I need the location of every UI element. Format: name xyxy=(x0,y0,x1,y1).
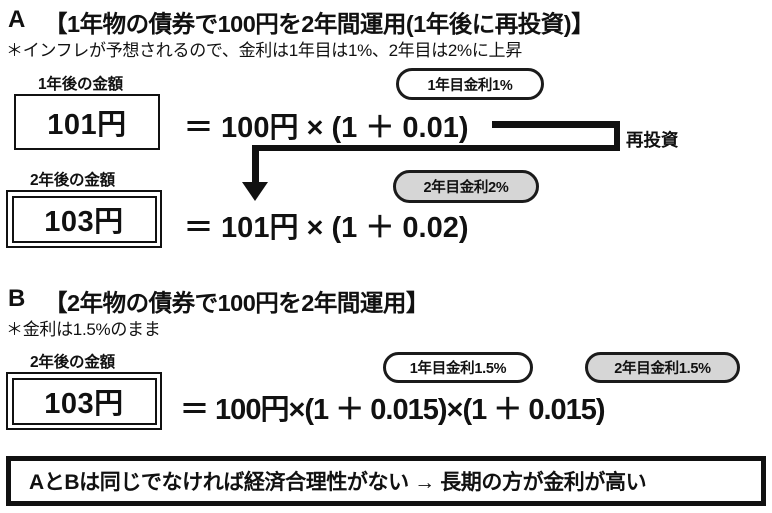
section-a-title: 【1年物の債券で100円を2年間運用(1年後に再投資)】 xyxy=(44,11,595,37)
section-b-badge-second-year: 2年目金利1.5% xyxy=(585,352,740,383)
section-a-note: ＊インフレが予想されるので、金利は1年目は1%、2年目は2%に上昇 xyxy=(6,41,522,60)
section-b-row1-amount-box: 103円 xyxy=(6,372,162,430)
connector-arrow-head xyxy=(241,182,268,201)
section-b-row1-formula: ＝ 100円×(1 ＋ 0.015)×(1 ＋ 0.015) xyxy=(180,394,606,426)
connector-top-segment xyxy=(492,121,620,128)
connector-left-vertical xyxy=(252,144,259,184)
section-b-row1-amount: 103円 xyxy=(44,388,124,420)
section-b-title: 【2年物の債券で100円を2年間運用】 xyxy=(44,290,429,316)
connector-bottom-segment xyxy=(252,144,620,151)
section-a-row1-badge-label: 1年目金利1% xyxy=(427,77,513,94)
conclusion-box: AとBは同じでなければ経済合理性がない → 長期の方が金利が高い xyxy=(6,456,766,506)
section-a-row2-caption: 2年後の金額 xyxy=(30,172,115,189)
section-a-row1-formula: ＝ 100円 × (1 ＋ 0.01) xyxy=(184,112,469,144)
section-a-row2-amount-box: 103円 xyxy=(6,190,162,248)
conclusion-text: AとBは同じでなければ経済合理性がない → 長期の方が金利が高い xyxy=(29,471,647,494)
section-b-letter: B xyxy=(8,285,26,312)
section-a-letter: A xyxy=(8,6,26,33)
section-b-row1-caption: 2年後の金額 xyxy=(30,354,115,371)
section-a-row1-amount-box: 101円 xyxy=(14,94,160,150)
section-a-row2-badge: 2年目金利2% xyxy=(393,170,539,203)
connector-reinvest-label: 再投資 xyxy=(626,130,679,150)
section-b-badge-first-year-label: 1年目金利1.5% xyxy=(409,361,507,377)
section-a-row1-badge: 1年目金利1% xyxy=(396,68,544,100)
section-b-badge-first-year: 1年目金利1.5% xyxy=(383,352,533,383)
section-b-badge-second-year-label: 2年目金利1.5% xyxy=(614,361,711,377)
section-a-row1-caption: 1年後の金額 xyxy=(38,76,123,93)
section-a-row1-amount: 101円 xyxy=(47,109,127,141)
section-a-row2-formula: ＝ 101円 × (1 ＋ 0.02) xyxy=(184,212,469,244)
section-b-note: ＊金利は1.5%のまま xyxy=(6,320,161,339)
section-a-row2-badge-label: 2年目金利2% xyxy=(423,180,509,196)
connector-right-vertical xyxy=(613,121,620,151)
section-a-row2-amount: 103円 xyxy=(44,206,124,238)
